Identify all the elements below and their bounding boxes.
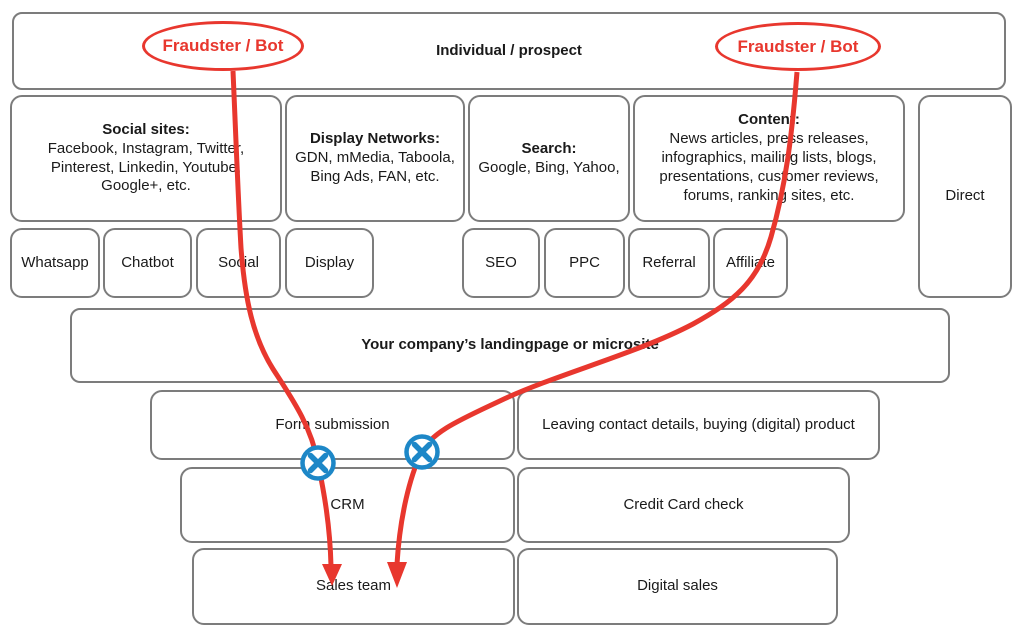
form-submission-label: Form submission xyxy=(275,415,390,433)
fraudster-bot-label-right: Fraudster / Bot xyxy=(737,36,859,56)
crm-box: CRM xyxy=(180,467,515,543)
landing-page-box: Your company’s landingpage or microsite xyxy=(70,308,950,383)
crm-label: CRM xyxy=(330,495,365,513)
landing-page-label: Your company’s landingpage or microsite xyxy=(361,336,659,354)
social-box: Social xyxy=(196,228,281,298)
credit-card-check-label: Credit Card check xyxy=(623,495,744,513)
digital-sales-label: Digital sales xyxy=(637,577,718,595)
referral-box: Referral xyxy=(628,228,710,298)
social-sites-items: Facebook, Instagram, Twitter, Pinterest,… xyxy=(47,139,245,195)
display-label: Display xyxy=(304,253,355,271)
content-title: Content: xyxy=(738,111,800,129)
whatsapp-label: Whatsapp xyxy=(21,253,89,271)
credit-card-check-box: Credit Card check xyxy=(517,467,850,543)
form-submission-box: Form submission xyxy=(150,390,515,460)
display-networks-box: Display Networks: GDN, mMedia, Taboola, … xyxy=(285,95,465,222)
social-label: Social xyxy=(218,253,259,271)
affiliate-label: Affiliate xyxy=(726,253,775,271)
content-box: Content: News articles, press releases, … xyxy=(633,95,905,222)
referral-label: Referral xyxy=(642,253,696,271)
fraudster-bot-ellipse-left: Fraudster / Bot xyxy=(142,21,304,71)
fraudster-bot-ellipse-right: Fraudster / Bot xyxy=(715,22,881,71)
display-networks-title: Display Networks: xyxy=(309,130,441,148)
sales-team-label: Sales team xyxy=(315,577,392,595)
chatbot-box: Chatbot xyxy=(103,228,192,298)
fraudster-bot-label-left: Fraudster / Bot xyxy=(162,36,284,55)
search-box: Search: Google, Bing, Yahoo, xyxy=(468,95,630,222)
display-networks-items: GDN, mMedia, Taboola, Bing Ads, FAN, etc… xyxy=(295,149,455,185)
search-title: Search: xyxy=(521,139,577,157)
whatsapp-box: Whatsapp xyxy=(10,228,100,298)
display-box: Display xyxy=(285,228,374,298)
content-items: News articles, press releases, infograph… xyxy=(659,130,879,204)
sales-team-box: Sales team xyxy=(192,548,515,625)
leaving-contact-details-box: Leaving contact details, buying (digital… xyxy=(517,390,880,460)
seo-label: SEO xyxy=(485,253,517,271)
seo-box: SEO xyxy=(462,228,540,298)
search-items: Google, Bing, Yahoo, xyxy=(478,158,620,176)
social-sites-title: Social sites: xyxy=(102,120,190,138)
digital-sales-box: Digital sales xyxy=(517,548,838,625)
chatbot-label: Chatbot xyxy=(121,253,174,271)
social-sites-box: Social sites: Facebook, Instagram, Twitt… xyxy=(10,95,282,222)
ppc-box: PPC xyxy=(544,228,625,298)
affiliate-box: Affiliate xyxy=(713,228,788,298)
individual-prospect-label: Individual / prospect xyxy=(436,41,582,59)
direct-box: Direct xyxy=(918,95,1012,298)
ppc-label: PPC xyxy=(569,253,600,271)
direct-label: Direct xyxy=(945,187,985,205)
leaving-contact-details-label: Leaving contact details, buying (digital… xyxy=(542,415,855,433)
